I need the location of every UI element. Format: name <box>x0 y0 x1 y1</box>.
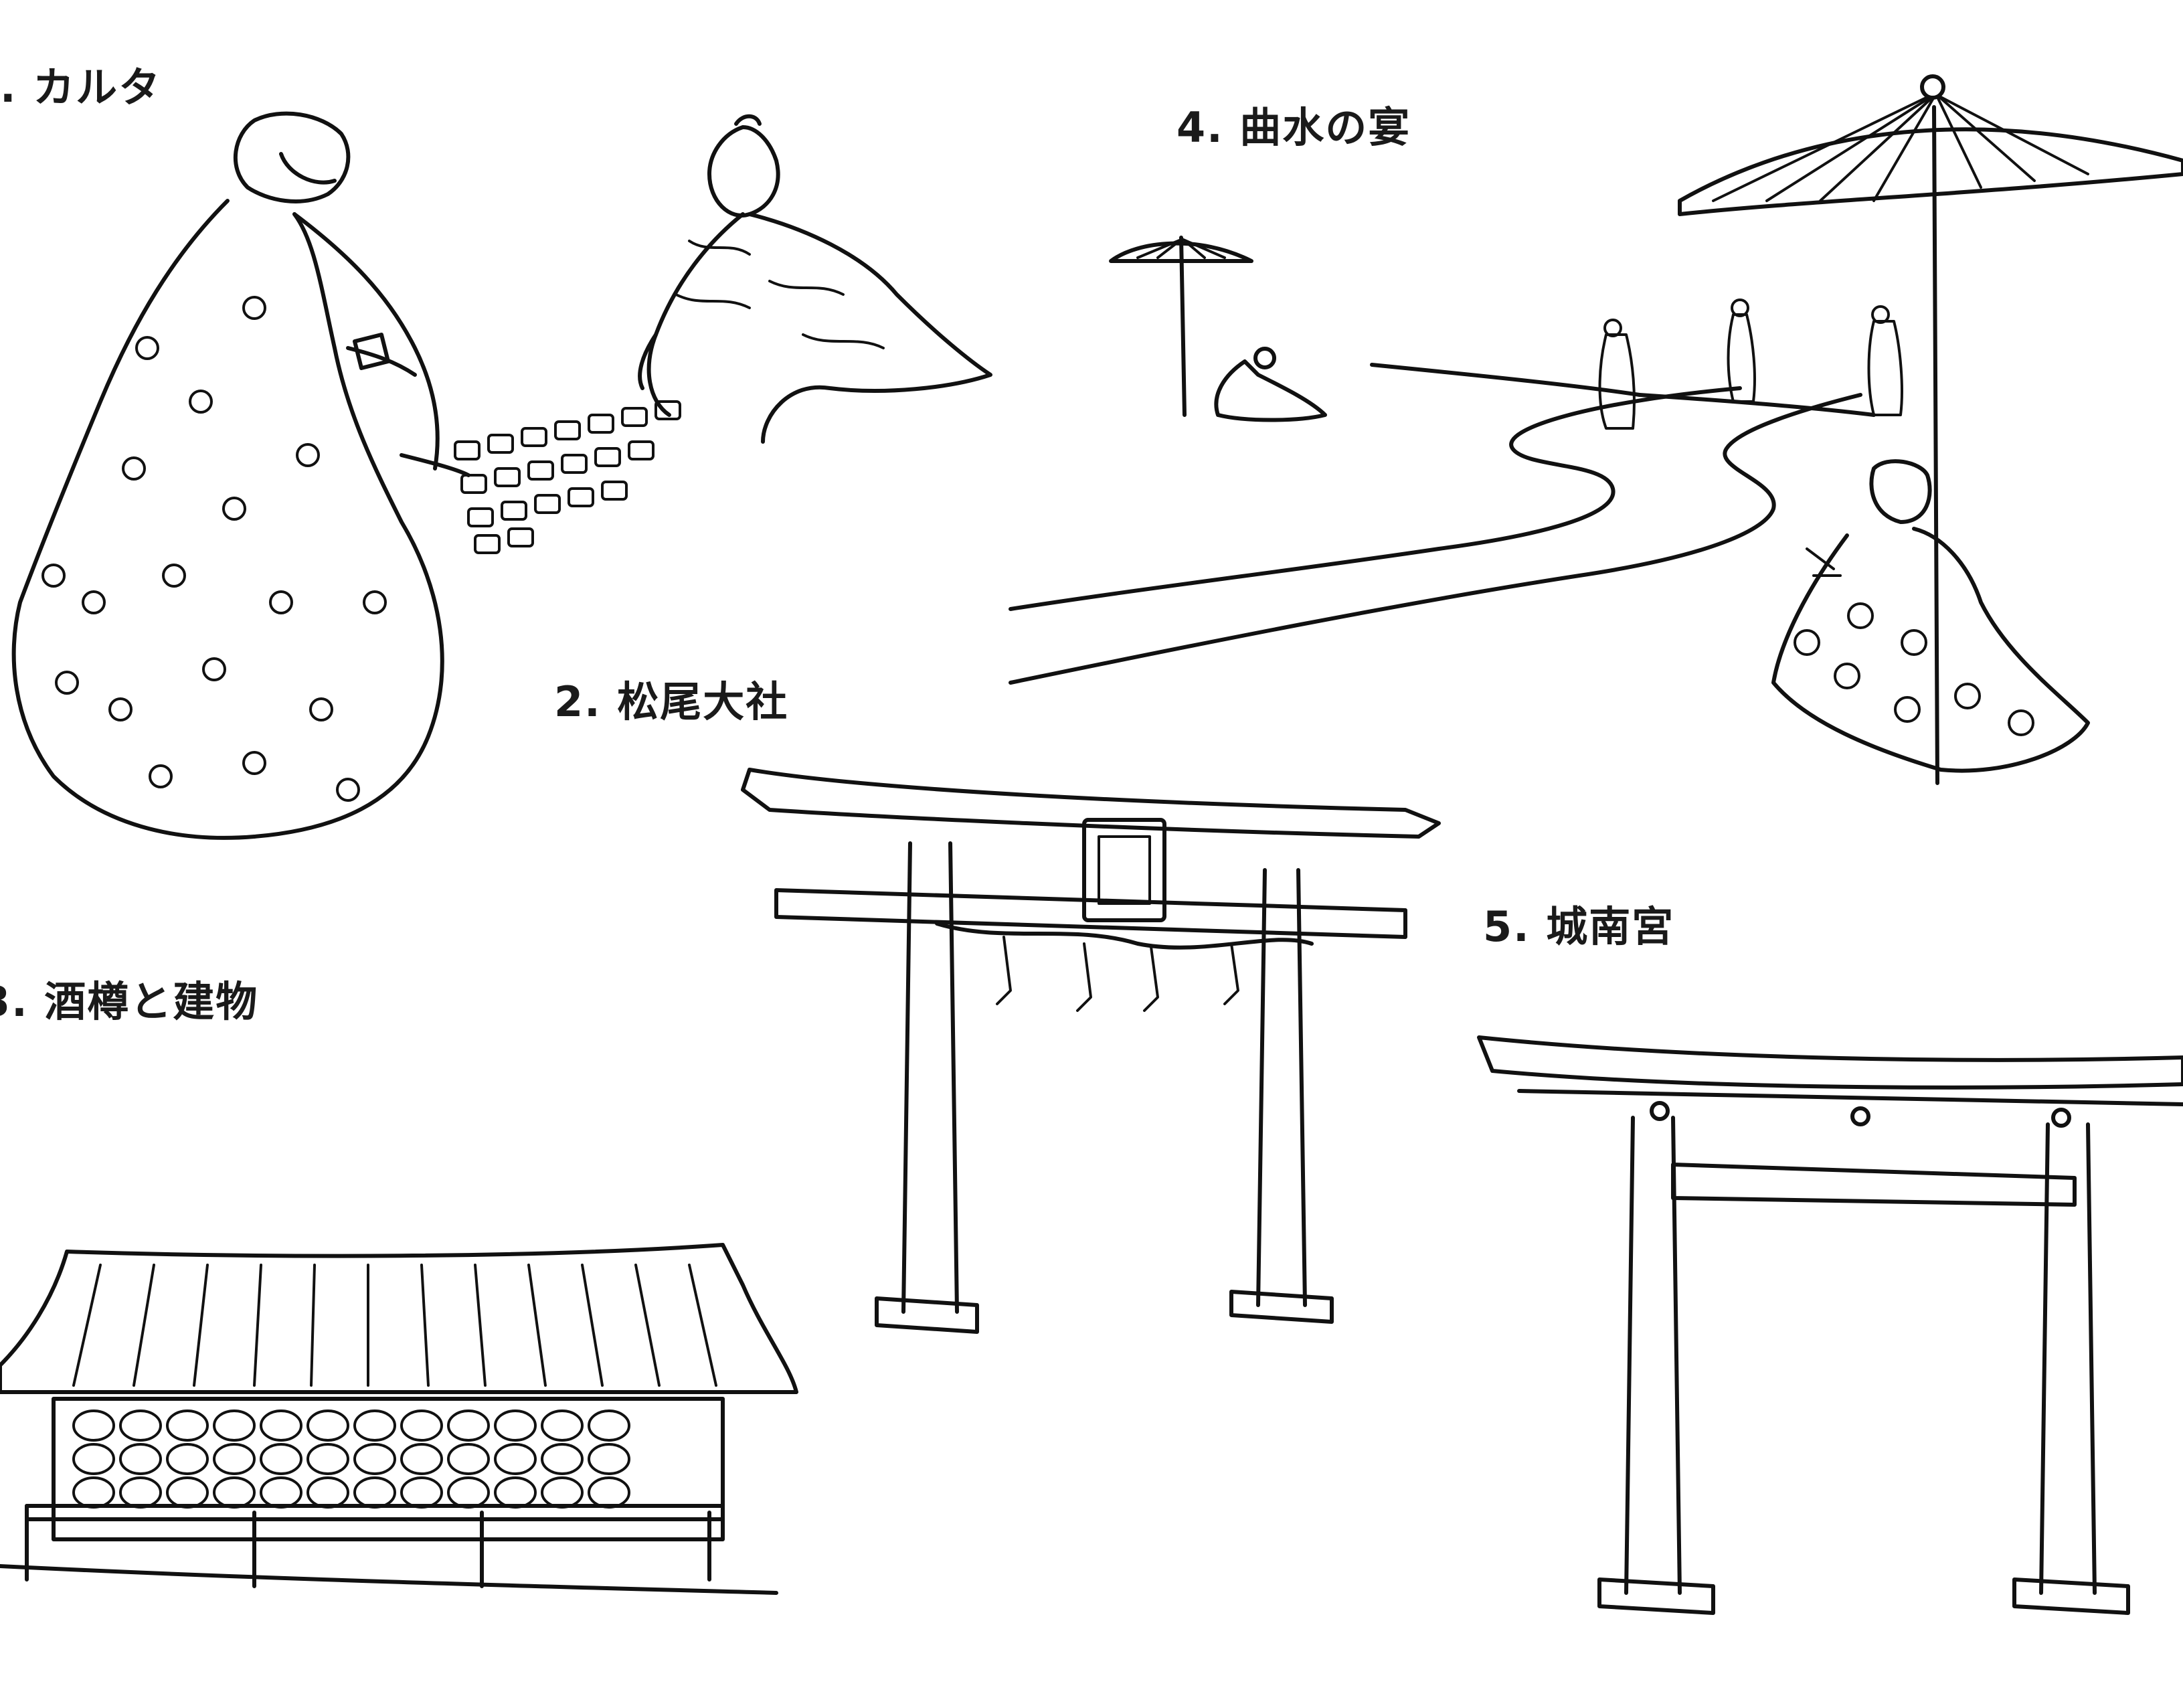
matsunoo-torii-illustration <box>741 768 1441 1334</box>
kneeling-man-figure <box>638 114 992 444</box>
label-kyokusui-no-utage: 4. 曲水の宴 <box>1176 103 1411 152</box>
label-jonangu: 5. 城南宮 <box>1483 902 1675 951</box>
shrine-plaque <box>1082 818 1166 922</box>
kneeling-woman-figure <box>11 111 470 840</box>
sake-barrels <box>72 1410 630 1509</box>
shide-paper-streamers <box>996 936 1239 1012</box>
label-matsunoo-taisha: 2. 松尾大社 <box>554 677 789 726</box>
seated-poet-figure <box>1771 459 2090 773</box>
label-karuta: . カルタ <box>0 63 162 112</box>
kyokusui-illustration <box>1009 74 2183 785</box>
jonangu-torii-illustration <box>1477 1035 2183 1615</box>
karuta-cards <box>454 400 681 554</box>
winding-stream <box>1009 363 1876 685</box>
large-parasol <box>1678 74 2183 785</box>
label-sakedaru-building: 3. 酒樽と建物 <box>0 977 259 1026</box>
roof-ridges <box>72 1264 717 1387</box>
karuta-illustration <box>11 111 992 840</box>
standing-figures <box>1598 298 1903 430</box>
sakedaru-building-illustration <box>0 1243 798 1595</box>
small-parasol <box>1109 236 1253 417</box>
